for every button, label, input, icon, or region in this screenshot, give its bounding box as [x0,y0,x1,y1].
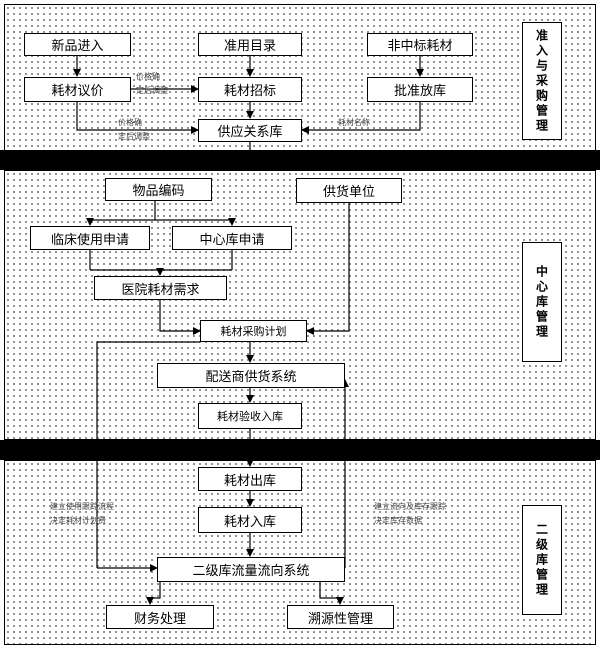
annotation: 建立流向及库存跟踪 决定库存数据 [374,500,446,528]
note-line: 建立使用跟踪流程 [50,502,114,511]
section-label-central: 中心库管理 [522,242,562,362]
annotation: 价格确 定后调整 [118,116,150,144]
node-clinical-request: 临床使用申请 [30,226,150,250]
node-new-product: 新品进入 [24,33,131,56]
note-line: 耗材名称 [338,118,370,127]
separator-bar [0,440,600,460]
node-supplier: 供货单位 [296,178,402,203]
node-tendering: 耗材招标 [198,77,302,102]
annotation: 价格确 定后调整 [136,70,168,98]
section-label-procurement: 准入与采购管理 [522,22,562,140]
node-central-request: 中心库申请 [172,226,292,250]
note-line: 建立流向及库存跟踪 [374,502,446,511]
node-non-bid: 非中标耗材 [367,33,473,56]
annotation: 耗材名称 [338,116,370,130]
section-label-secondary: 二级库管理 [522,505,562,615]
node-acceptance: 耗材验收入库 [198,403,302,429]
separator-bar [0,150,600,170]
node-secondary-system: 二级库流量流向系统 [157,557,345,582]
node-inbound: 耗材入库 [198,507,302,533]
annotation: 建立使用跟踪流程 决定耗材计划费 [50,500,114,528]
node-pricing: 耗材议价 [24,77,131,102]
node-distributor-system: 配送商供货系统 [157,363,345,388]
note-line: 价格确 [136,72,160,81]
node-outbound: 耗材出库 [198,467,302,491]
node-approval-storage: 批准放库 [367,77,473,102]
note-line: 决定库存数据 [374,516,422,525]
central-panel [4,170,596,440]
node-item-coding: 物品编码 [105,178,212,201]
node-approved-catalog: 准用目录 [198,33,302,56]
note-line: 价格确 [118,118,142,127]
node-supply-db: 供应关系库 [198,119,302,142]
note-line: 定后调整 [136,86,168,95]
node-procurement-plan: 耗材采购计划 [200,320,307,342]
note-line: 定后调整 [118,132,150,141]
node-finance: 财务处理 [106,605,214,629]
node-traceability: 溯源性管理 [287,605,394,629]
note-line: 决定耗材计划费 [50,516,106,525]
node-hospital-demand: 医院耗材需求 [94,276,227,300]
